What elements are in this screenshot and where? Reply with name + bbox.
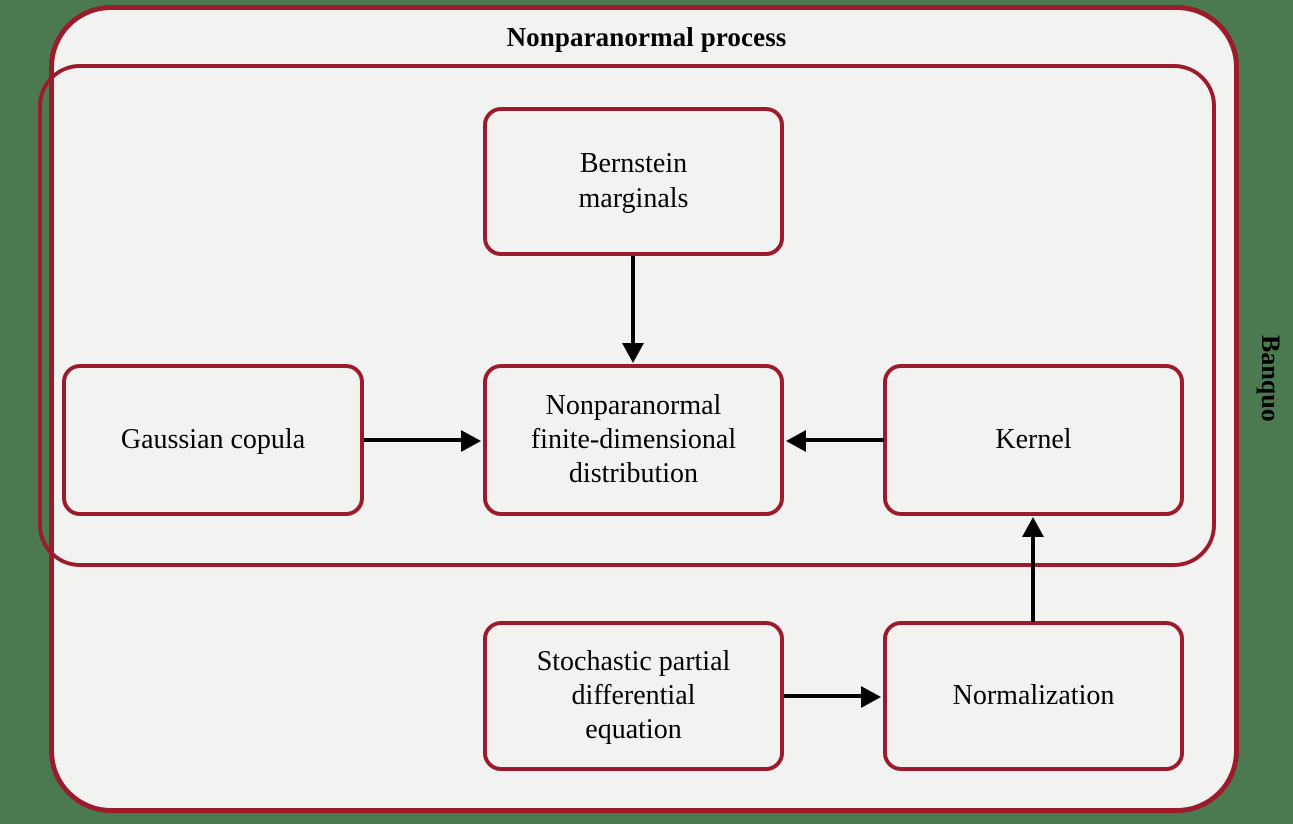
edge-spde-to-normalization-line: [784, 694, 863, 698]
inner-container-title: Nonparanormal process: [506, 22, 787, 52]
edge-normalization-to-kernel-arrowhead-icon: [1022, 517, 1044, 537]
edge-gaussian-to-central-line: [364, 438, 463, 442]
node-gaussian-copula[interactable]: Gaussian copula: [62, 364, 364, 516]
node-label: Normalization: [952, 679, 1115, 711]
edge-kernel-to-central-line: [806, 438, 884, 442]
edge-gaussian-to-central-arrowhead-icon: [461, 430, 481, 452]
edge-spde-to-normalization-arrowhead-icon: [861, 686, 881, 708]
node-normalization[interactable]: Normalization: [883, 621, 1184, 771]
node-label: Gaussian copula: [120, 423, 306, 455]
edge-kernel-to-central-arrowhead-icon: [786, 430, 806, 452]
edge-bernstein-to-central-line: [631, 256, 635, 346]
edge-normalization-to-kernel-line: [1031, 536, 1035, 622]
edge-bernstein-to-central-arrowhead-icon: [622, 343, 644, 363]
inner-container-nonparanormal-process: [38, 64, 1216, 567]
node-kernel[interactable]: Kernel: [883, 364, 1184, 516]
outer-container-label: Banquo: [1256, 335, 1285, 422]
node-label: Kernel: [995, 423, 1072, 455]
